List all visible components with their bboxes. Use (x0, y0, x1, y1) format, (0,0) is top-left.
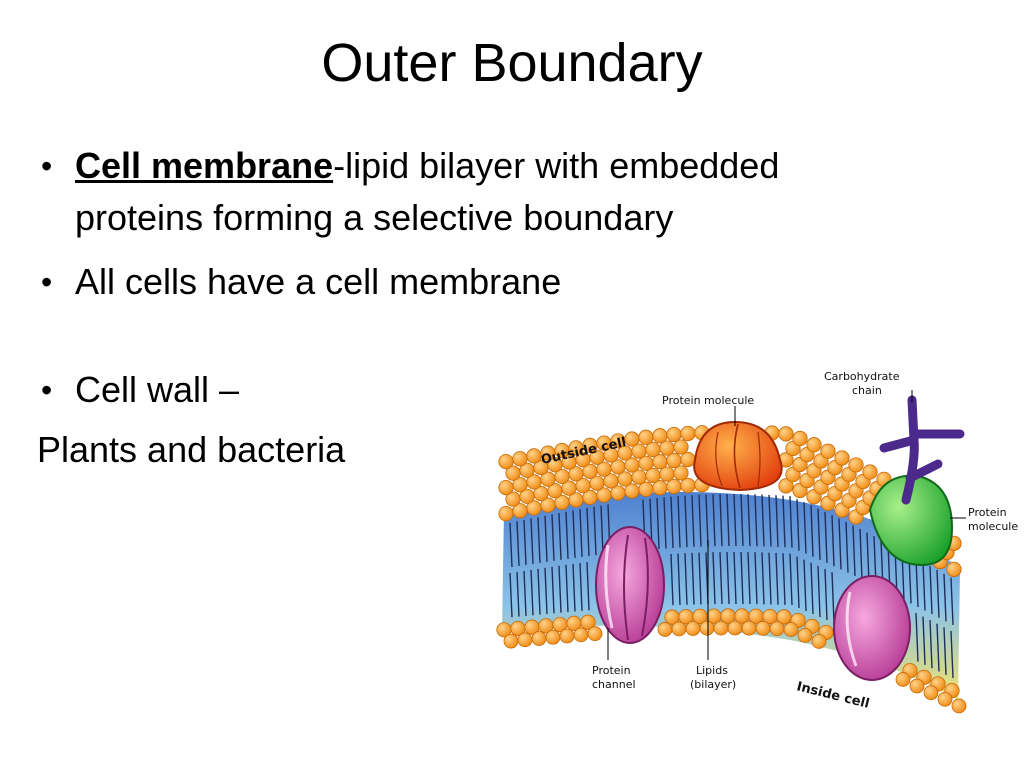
label-carbohydrate: Carbohydrate (824, 370, 900, 383)
bullet-cell-membrane: • Cell membrane-lipid bilayer with embed… (37, 140, 877, 244)
cell-membrane-diagram: Protein molecule Carbohydrate chain Outs… (496, 370, 1018, 714)
label-protein-right: Protein (968, 506, 1007, 519)
bullet-text: Cell wall – (75, 369, 240, 410)
bullet-list: • Cell membrane-lipid bilayer with embed… (37, 140, 877, 476)
label-protein-molecule-top: Protein molecule (662, 394, 754, 407)
bullet-cell-wall: • Cell wall – (37, 364, 877, 416)
label-chain: chain (852, 384, 882, 397)
label-inside-cell: Inside cell (795, 679, 871, 712)
label-bilayer: (bilayer) (690, 678, 736, 691)
lipid-heads (496, 425, 967, 714)
bullet-dot: • (41, 372, 53, 408)
label-channel: channel (592, 678, 636, 691)
carbohydrate-chain (879, 395, 965, 505)
label-molecule-right: molecule (968, 520, 1018, 533)
label-lipids: Lipids (696, 664, 728, 677)
lipid-tails (509, 493, 954, 679)
bullet-all-cells: • All cells have a cell membrane (37, 256, 877, 308)
protein-lower-right (833, 575, 911, 681)
bullet-term: Cell membrane (75, 145, 334, 186)
plain-line-plants-bacteria: Plants and bacteria (37, 429, 346, 470)
bullet-dot: • (41, 264, 53, 300)
protein-molecule-green (868, 474, 954, 567)
bullet-dot: • (41, 148, 53, 184)
label-protein-channel: Protein (592, 664, 631, 677)
bullet-text: All cells have a cell membrane (75, 261, 562, 302)
protein-molecule-red (693, 420, 783, 492)
label-leader-lines (607, 390, 966, 660)
bullet-text: -lipid bilayer with embedded proteins fo… (75, 145, 780, 238)
slide-title: Outer Boundary (321, 33, 703, 93)
protein-channel-left (595, 526, 665, 644)
